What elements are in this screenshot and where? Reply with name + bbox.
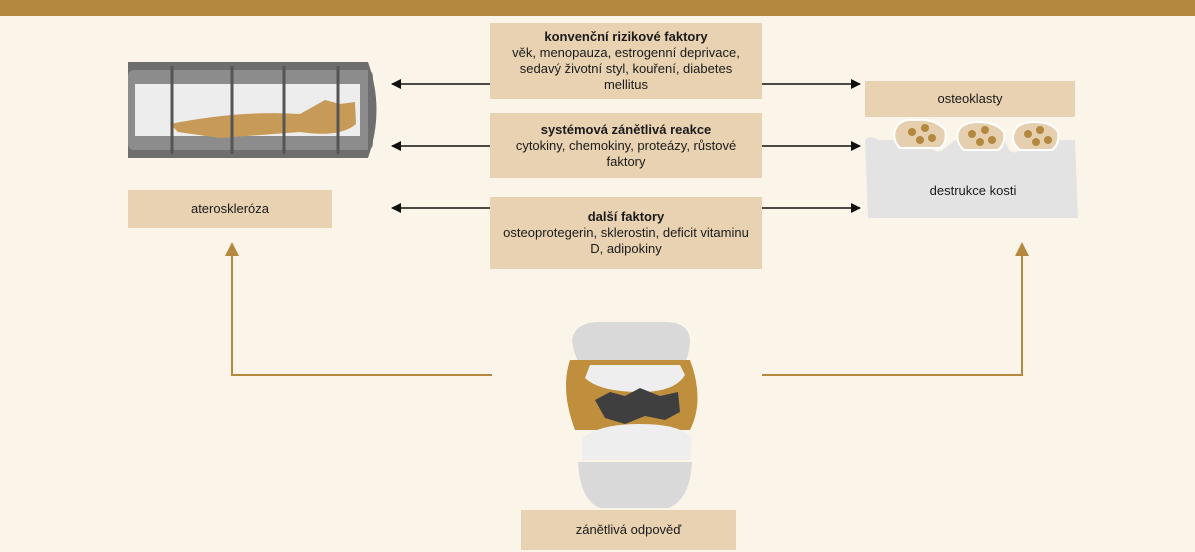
bone-illustration <box>865 118 1078 218</box>
header-bar <box>0 0 1195 16</box>
factor-box-conventional: konvenční rizikové faktory věk, menopauz… <box>490 23 762 99</box>
osteoclasts-label: osteoklasty <box>865 81 1075 117</box>
factor-text: osteoprotegerin, sklerostin, deficit vit… <box>503 225 749 256</box>
factor-box-other: další faktory osteoprotegerin, sklerosti… <box>490 197 762 269</box>
factor-box-inflammation: systémová zánětlivá reakce cytokiny, che… <box>490 113 762 178</box>
factor-title: další faktory <box>587 209 665 224</box>
inflammatory-response-label: zánětlivá odpověď <box>521 510 736 550</box>
arrow-to-atherosclerosis <box>231 252 492 376</box>
bone-destruction-label: destrukce kosti <box>929 183 1017 198</box>
factor-title: konvenční rizikové faktory <box>544 29 708 44</box>
artery-illustration <box>128 62 377 158</box>
factor-text: věk, menopauza, estrogenní deprivace, se… <box>512 45 740 92</box>
arrow-to-bone <box>762 252 1023 376</box>
joint-illustration <box>566 322 698 508</box>
atherosclerosis-label: ateroskleróza <box>128 190 332 228</box>
factor-title: systémová zánětlivá reakce <box>540 121 712 137</box>
factor-text: cytokiny, chemokiny, proteázy, růstové f… <box>515 137 737 169</box>
